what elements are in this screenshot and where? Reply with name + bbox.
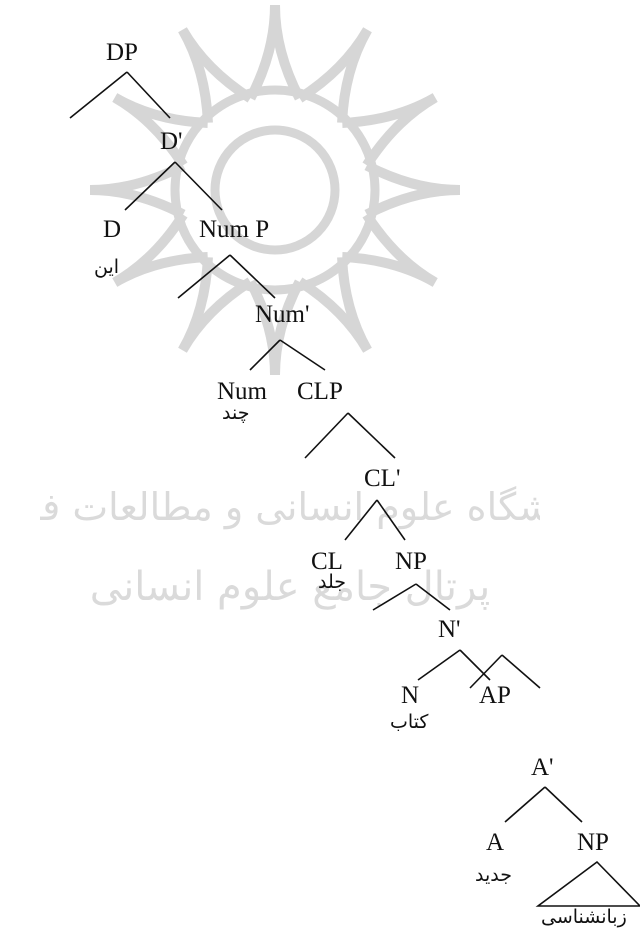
branch-ap-left [469, 654, 503, 689]
branch-clbar-cl [344, 499, 378, 541]
word-np2: زبانشناسی [541, 906, 627, 928]
branch-dbar-nump [174, 161, 223, 211]
watermark-ring [210, 125, 340, 255]
word-num: چند [222, 402, 250, 424]
watermark-petal [246, 279, 304, 376]
watermark-petal [364, 161, 461, 219]
node-ap: AP [479, 682, 511, 709]
node-n: N [401, 682, 420, 709]
node-n-bar: N' [438, 616, 461, 643]
word-cl: جلد [318, 571, 347, 593]
node-num: Num [217, 378, 267, 405]
branch-abar-np [544, 786, 583, 823]
node-a-bar: A' [531, 754, 554, 781]
node-cl-bar: CL' [364, 465, 401, 492]
branch-nump-left [177, 254, 231, 299]
branch-clp-left [304, 412, 349, 459]
node-np: NP [395, 548, 427, 575]
watermark-logo: پژوهشگاه علوم انسانی و مطالعات فرهنگی پر… [40, 4, 540, 610]
branch-dp-dbar [126, 71, 171, 119]
node-np2: NP [577, 829, 609, 856]
node-d: D [103, 216, 122, 243]
node-num-bar: Num' [255, 301, 310, 328]
word-d: این [94, 256, 120, 278]
branch-clbar-np [376, 499, 406, 541]
branch-nbar-n [417, 649, 461, 681]
watermark-petal [89, 161, 186, 219]
branch-ap-abar [501, 654, 541, 689]
branch-nbar-ap [459, 649, 491, 681]
branch-dbar-d [124, 161, 176, 211]
branch-nump-numbar [229, 254, 276, 299]
branch-dp-left [69, 71, 128, 119]
branch-numbar-num [249, 339, 281, 371]
node-d-bar: D' [160, 128, 183, 155]
branch-clp-clbar [347, 412, 396, 459]
node-num-p: Num P [199, 216, 270, 243]
branch-abar-a [504, 786, 546, 823]
node-a: A [486, 829, 505, 856]
watermark-text-line1: پژوهشگاه علوم انسانی و مطالعات فرهنگی [40, 485, 540, 530]
branch-np-left [372, 583, 417, 611]
branch-np-nbar [415, 583, 451, 611]
watermark-petal [246, 4, 304, 101]
node-dp: DP [106, 39, 138, 66]
node-cl: CL [311, 548, 343, 575]
node-clp: CLP [297, 378, 343, 405]
watermark-text-line2: پرتال جامع علوم انسانی [90, 564, 491, 610]
watermark-ring [170, 85, 380, 295]
word-a: جدید [475, 864, 512, 886]
word-n: کتاب [390, 711, 429, 733]
np-triangle [535, 860, 640, 907]
branch-numbar-clp [279, 339, 326, 371]
